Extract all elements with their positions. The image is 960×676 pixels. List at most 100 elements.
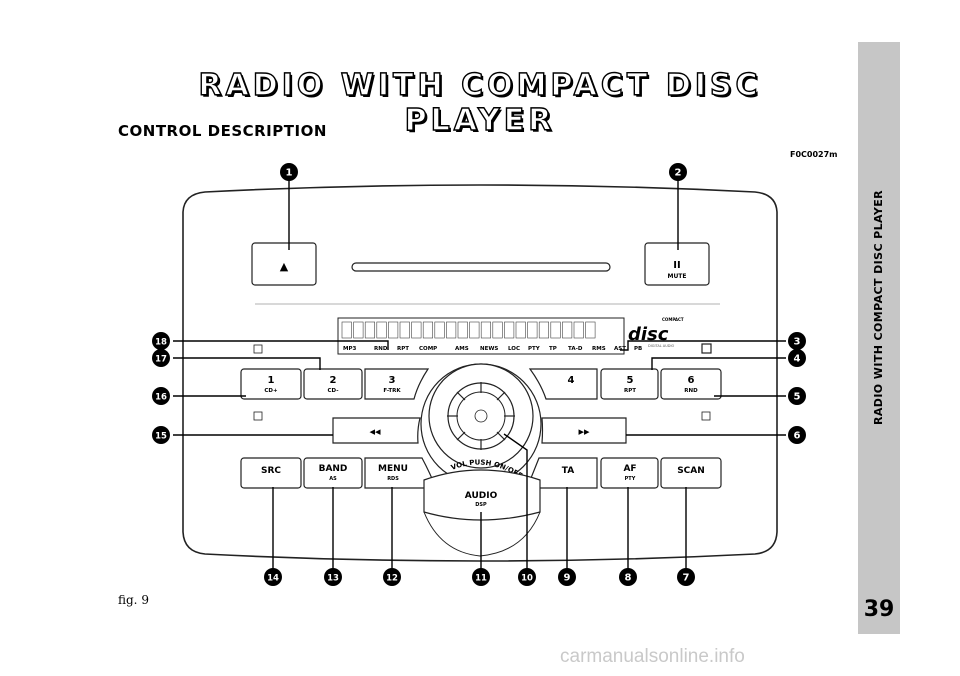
display-digit <box>492 321 503 339</box>
watermark: carmanualsonline.info <box>560 646 745 667</box>
indicator-label: PTY <box>528 346 541 352</box>
preset-2-number: 2 <box>330 375 337 386</box>
scan-label: SCAN <box>677 466 705 476</box>
callout-2: 2 <box>669 163 687 181</box>
indicator-label: TA-D <box>568 346 583 352</box>
display-digit <box>376 321 387 339</box>
pause-mute-button[interactable] <box>644 242 710 286</box>
indicator-label: RND <box>374 346 388 352</box>
band-label: BAND <box>319 464 348 474</box>
preset-1-sub: CD+ <box>264 388 278 394</box>
af-button[interactable]: AF PTY <box>600 457 659 489</box>
preset-button-3[interactable]: 3 F-TRK <box>364 368 430 400</box>
svg-text:3: 3 <box>794 337 801 348</box>
display-digit <box>341 321 352 339</box>
svg-text:14: 14 <box>267 574 279 584</box>
eject-button[interactable] <box>251 242 317 286</box>
indicator-label: RMS <box>592 346 606 352</box>
cd-slot <box>351 262 611 272</box>
display-digit <box>469 321 480 339</box>
callout-12: 12 <box>383 568 401 586</box>
display-digit <box>573 321 584 339</box>
figure-label: fig. 9 <box>118 593 149 607</box>
callout-3: 3 <box>788 332 806 350</box>
eject-icon: ▲ <box>280 260 289 273</box>
preset-3-number: 3 <box>389 375 396 386</box>
indicator-label: AMS <box>455 346 469 352</box>
callout-18: 18 <box>152 332 170 350</box>
svg-text:13: 13 <box>327 574 339 584</box>
audio-label: AUDIO <box>465 491 498 501</box>
display-digit <box>562 321 573 339</box>
ta-label: TA <box>562 466 574 476</box>
callout-7: 7 <box>677 568 695 586</box>
band-sub: AS <box>329 476 337 482</box>
svg-text:17: 17 <box>155 355 167 365</box>
preset-1-number: 1 <box>268 375 275 386</box>
seek-back-button[interactable]: ◂◂ <box>332 417 421 444</box>
callout-4: 4 <box>788 349 806 367</box>
callout-11: 11 <box>472 568 490 586</box>
af-label: AF <box>623 464 636 474</box>
svg-text:9: 9 <box>564 573 571 584</box>
preset-5-sub: RPT <box>624 388 636 394</box>
callout-10: 10 <box>518 568 536 586</box>
indicator-square-left-2 <box>253 411 263 421</box>
callout-14: 14 <box>264 568 282 586</box>
svg-text:18: 18 <box>155 338 167 348</box>
audio-bowl <box>423 511 541 557</box>
indicator-label: RPT <box>397 346 409 352</box>
callout-15: 15 <box>152 426 170 444</box>
seek-forward-button[interactable]: ▸▸ <box>541 417 627 444</box>
svg-text:15: 15 <box>155 432 167 442</box>
seek-forward-icon: ▸▸ <box>578 425 590 438</box>
menu-sub: RDS <box>387 476 399 482</box>
volume-knob[interactable] <box>420 363 542 485</box>
preset-button-5[interactable]: 5 RPT <box>600 368 659 400</box>
src-button[interactable]: SRC <box>240 457 302 489</box>
preset-button-4[interactable]: 4 <box>528 368 598 400</box>
svg-text:8: 8 <box>625 573 632 584</box>
preset-2-sub: CD- <box>328 388 339 394</box>
display-digit <box>585 321 596 339</box>
svg-text:7: 7 <box>683 573 690 584</box>
preset-button-6[interactable]: 6 RND <box>660 368 722 400</box>
indicator-label: AST <box>614 346 626 352</box>
mute-label: MUTE <box>667 273 686 280</box>
svg-text:2: 2 <box>675 168 682 179</box>
scan-button[interactable]: SCAN <box>660 457 722 489</box>
svg-text:16: 16 <box>155 393 167 403</box>
indicator-square-right <box>701 343 712 354</box>
svg-text:1: 1 <box>286 168 293 179</box>
display-digit <box>353 321 364 339</box>
page-number: 39 <box>863 597 895 622</box>
display-digit <box>550 321 561 339</box>
indicator-label: NEWS <box>480 346 498 352</box>
indicator-label: COMP <box>419 346 437 352</box>
disc-logo-bottom: DIGITAL AUDIO <box>648 344 674 348</box>
preset-6-number: 6 <box>688 375 695 386</box>
display-digit <box>457 321 468 339</box>
svg-text:5: 5 <box>794 392 801 403</box>
callout-13: 13 <box>324 568 342 586</box>
section-heading: CONTROL DESCRIPTION <box>118 122 327 140</box>
display-digit <box>399 321 410 339</box>
display-digit <box>364 321 376 339</box>
preset-button-2[interactable]: 2 CD- <box>303 368 363 400</box>
display-digit <box>446 321 457 339</box>
indicator-label: LOC <box>508 346 520 352</box>
band-button[interactable]: BAND AS <box>303 457 363 489</box>
callout-17: 17 <box>152 349 170 367</box>
disc-logo: disc <box>628 324 669 345</box>
indicator-label: PB <box>634 346 642 352</box>
callout-6: 6 <box>788 426 806 444</box>
figure-code: F0C0027m <box>790 150 838 159</box>
display-digit <box>480 321 492 339</box>
audio-dsp-button[interactable]: AUDIO DSP <box>423 469 541 521</box>
preset-button-1[interactable]: 1 CD+ <box>240 368 302 400</box>
callout-16: 16 <box>152 387 170 405</box>
menu-button[interactable]: MENU RDS <box>364 457 437 489</box>
disc-logo-top: COMPACT <box>662 317 684 322</box>
